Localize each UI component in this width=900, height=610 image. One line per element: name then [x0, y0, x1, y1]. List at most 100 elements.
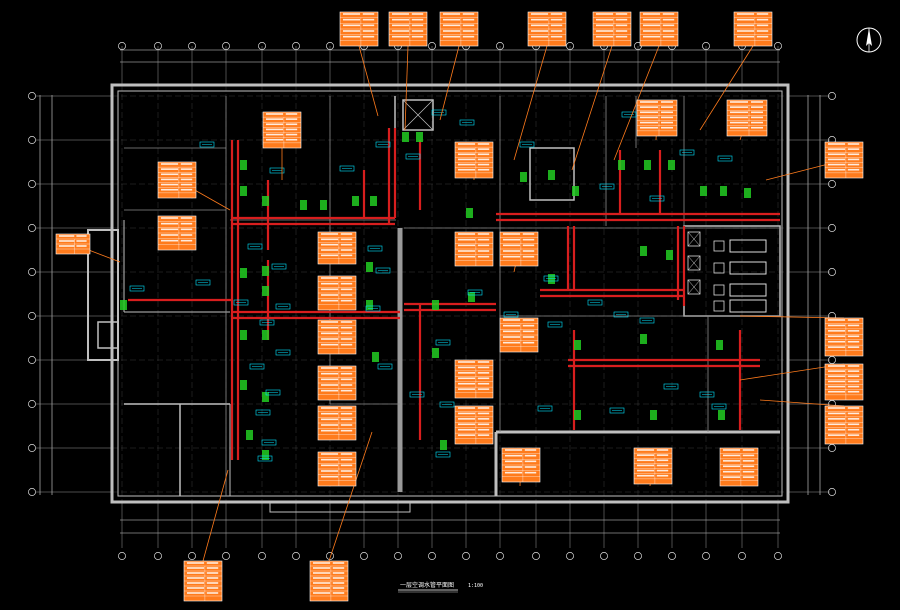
- annotation-tag: [711, 403, 727, 410]
- annotation-tag: [269, 167, 285, 174]
- grid-bubble: [28, 356, 36, 364]
- callout-leader: [404, 45, 409, 131]
- callout-table: [454, 405, 494, 445]
- grid-bubble: [154, 42, 162, 50]
- grid-bubble: [532, 552, 540, 560]
- annotation-tag: [599, 183, 615, 190]
- grid-bubble: [774, 552, 782, 560]
- callout-table: [157, 161, 197, 199]
- fan-coil-unit: [520, 172, 527, 182]
- callout-leader: [613, 45, 660, 161]
- fan-coil-unit: [432, 348, 439, 358]
- callout-leader: [202, 469, 229, 562]
- annotation-tag: [587, 299, 603, 306]
- west-stair: [97, 321, 119, 349]
- grid-bubble: [28, 312, 36, 320]
- callout-table: [454, 231, 494, 267]
- annotation-tag: [275, 303, 291, 310]
- callout-table: [317, 231, 357, 265]
- annotation-tag: [247, 243, 263, 250]
- pump-motor: [713, 300, 725, 312]
- fan-coil-unit: [744, 188, 751, 198]
- annotation-tag: [639, 317, 655, 324]
- annotation-tag: [537, 405, 553, 412]
- pipe-annotations: [129, 109, 733, 462]
- pump-unit: [729, 299, 767, 313]
- grid-bubble: [118, 552, 126, 560]
- callout-table: [501, 447, 541, 483]
- grid-bubble: [600, 552, 608, 560]
- fan-coil-unit: [240, 268, 247, 278]
- callout-table: [388, 11, 428, 47]
- equipment-callout-tables: [55, 11, 864, 602]
- fan-coil-unit: [262, 450, 269, 460]
- fan-coil-unit: [262, 330, 269, 340]
- grid-bubble: [222, 552, 230, 560]
- grid-bubble: [566, 552, 574, 560]
- annotation-tag: [339, 165, 355, 172]
- callout-table: [499, 231, 539, 267]
- plant-room: [529, 147, 575, 201]
- pump-equipment: [687, 231, 767, 313]
- drawing-title-block: 一层空调水管平面图 1:100: [398, 581, 483, 593]
- fan-coil-unit: [240, 186, 247, 196]
- annotation-tag: [233, 299, 249, 306]
- fan-coil-unit: [120, 300, 127, 310]
- fan-coil-unit: [644, 160, 651, 170]
- annotation-tag: [375, 141, 391, 148]
- grid-bubble: [566, 42, 574, 50]
- pump-unit: [729, 239, 767, 253]
- north-arrow-icon: [856, 27, 882, 53]
- grid-bubble: [28, 488, 36, 496]
- callout-table: [157, 215, 197, 251]
- grid-bubble: [28, 268, 36, 276]
- callout-leader: [439, 45, 460, 121]
- annotation-tag: [621, 111, 637, 118]
- fan-coil-unit: [700, 186, 707, 196]
- fan-coil-unit: [262, 196, 269, 206]
- grid-bubble: [188, 42, 196, 50]
- grid-bubble: [28, 444, 36, 452]
- grid-bubble: [828, 444, 836, 452]
- annotation-tag: [275, 349, 291, 356]
- fan-coil-unit: [466, 208, 473, 218]
- callout-leader: [759, 399, 845, 407]
- annotation-tag: [431, 109, 447, 116]
- callout-leader: [699, 45, 754, 131]
- pump-motor: [713, 284, 725, 296]
- callout-table: [824, 363, 864, 401]
- callout-leader: [328, 431, 373, 562]
- pump-cell: [687, 279, 701, 295]
- callout-table: [317, 319, 357, 355]
- annotation-tag: [613, 311, 629, 318]
- callout-table: [317, 365, 357, 401]
- fan-coil-unit: [618, 160, 625, 170]
- annotation-tag: [365, 305, 381, 312]
- annotation-tag: [367, 245, 383, 252]
- callout-table: [733, 11, 773, 47]
- annotation-tag: [405, 153, 421, 160]
- annotation-tag: [435, 339, 451, 346]
- callout-table: [719, 447, 759, 487]
- fan-coil-unit: [468, 292, 475, 302]
- grid-bubble: [360, 552, 368, 560]
- grid-bubble: [326, 552, 334, 560]
- annotation-tag: [271, 263, 287, 270]
- callout-table: [639, 11, 679, 47]
- fan-coil-unit: [320, 200, 327, 210]
- annotation-tag: [467, 289, 483, 296]
- outer-wall: [110, 83, 790, 504]
- fan-coil-unit: [668, 160, 675, 170]
- annotation-tag: [261, 439, 277, 446]
- annotation-tag: [459, 119, 475, 126]
- fan-coil-unit: [666, 250, 673, 260]
- annotation-tag: [199, 141, 215, 148]
- grid-bubble: [222, 42, 230, 50]
- fan-coil-unit: [262, 266, 269, 276]
- fan-coil-unit: [640, 334, 647, 344]
- annotation-tag: [255, 409, 271, 416]
- annotation-tag: [195, 279, 211, 286]
- grid-bubble: [496, 552, 504, 560]
- fan-coil-unit: [574, 340, 581, 350]
